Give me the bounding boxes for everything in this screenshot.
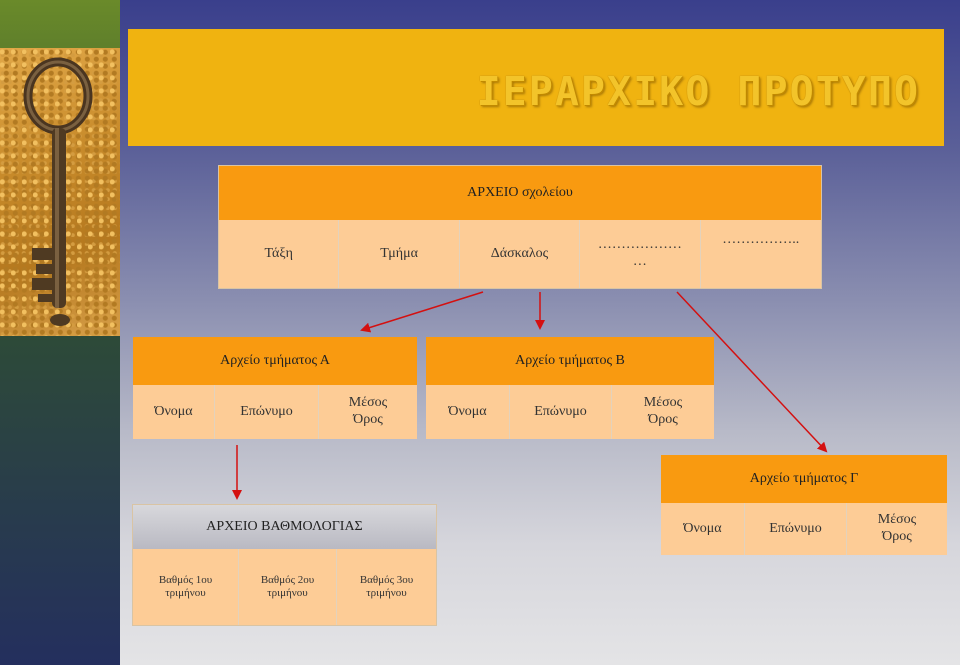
grades-field-term-1: Βαθμός 1ου τριμήνου	[133, 549, 239, 625]
key-icon	[23, 57, 93, 326]
grades-field-term-3: Βαθμός 3ου τριμήνου	[337, 549, 436, 625]
dept-c-field-name: Όνομα	[661, 503, 745, 555]
grades-field-term-2: Βαθμός 2ου τριμήνου	[239, 549, 337, 625]
dept-b-title: Αρχείο τμήματος Β	[426, 337, 714, 385]
dept-a-field-name: Όνομα	[133, 385, 215, 439]
dept-c-fields: Όνομα Επώνυμο Μέσος Όρος	[661, 503, 947, 555]
arrow-school-to-dept-a	[360, 291, 484, 333]
dept-a-box: Αρχείο τμήματος Α Όνομα Επώνυμο Μέσος Όρ…	[133, 337, 417, 439]
page-title: ΙΕΡΑΡΧΙΚΟ ΠΡΟΤΥΠΟ	[476, 69, 920, 115]
dept-c-field-average: Μέσος Όρος	[847, 503, 947, 555]
dept-a-field-surname: Επώνυμο	[215, 385, 319, 439]
school-field-teacher: Δάσκαλος	[459, 220, 581, 288]
school-field-section: Τμήμα	[339, 220, 460, 288]
school-file-fields: Τάξη Τμήμα Δάσκαλος ……………… … ……………..	[219, 220, 821, 288]
title-band: ΙΕΡΑΡΧΙΚΟ ΠΡΟΤΥΠΟ	[128, 29, 944, 146]
dept-b-fields: Όνομα Επώνυμο Μέσος Όρος	[426, 385, 714, 439]
grades-file-fields: Βαθμός 1ου τριμήνου Βαθμός 2ου τριμήνου …	[133, 549, 436, 625]
dept-a-fields: Όνομα Επώνυμο Μέσος Όρος	[133, 385, 417, 439]
school-file-box: ΑΡΧΕΙΟ σχολείου Τάξη Τμήμα Δάσκαλος ……………	[218, 165, 822, 289]
school-file-title: ΑΡΧΕΙΟ σχολείου	[219, 166, 821, 220]
key-photo	[0, 48, 120, 336]
school-field-ellipsis-1: ……………… …	[580, 220, 701, 288]
arrow-school-to-dept-c	[676, 291, 828, 453]
dept-c-box: Αρχείο τμήματος Γ Όνομα Επώνυμο Μέσος Όρ…	[661, 455, 947, 555]
dept-a-title: Αρχείο τμήματος Α	[133, 337, 417, 385]
grades-file-title: ΑΡΧΕΙΟ ΒΑΘΜΟΛΟΓΙΑΣ	[133, 505, 436, 549]
grades-file-box: ΑΡΧΕΙΟ ΒΑΘΜΟΛΟΓΙΑΣ Βαθμός 1ου τριμήνου Β…	[132, 504, 437, 626]
dept-b-field-name: Όνομα	[426, 385, 510, 439]
school-field-ellipsis-2: ……………..	[700, 220, 821, 288]
school-field-class: Τάξη	[219, 220, 340, 288]
dept-a-field-average: Μέσος Όρος	[319, 385, 417, 439]
dept-b-field-average: Μέσος Όρος	[612, 385, 714, 439]
dept-c-title: Αρχείο τμήματος Γ	[661, 455, 947, 503]
dept-c-field-surname: Επώνυμο	[745, 503, 847, 555]
dept-b-box: Αρχείο τμήματος Β Όνομα Επώνυμο Μέσος Όρ…	[426, 337, 714, 439]
dept-b-field-surname: Επώνυμο	[510, 385, 612, 439]
